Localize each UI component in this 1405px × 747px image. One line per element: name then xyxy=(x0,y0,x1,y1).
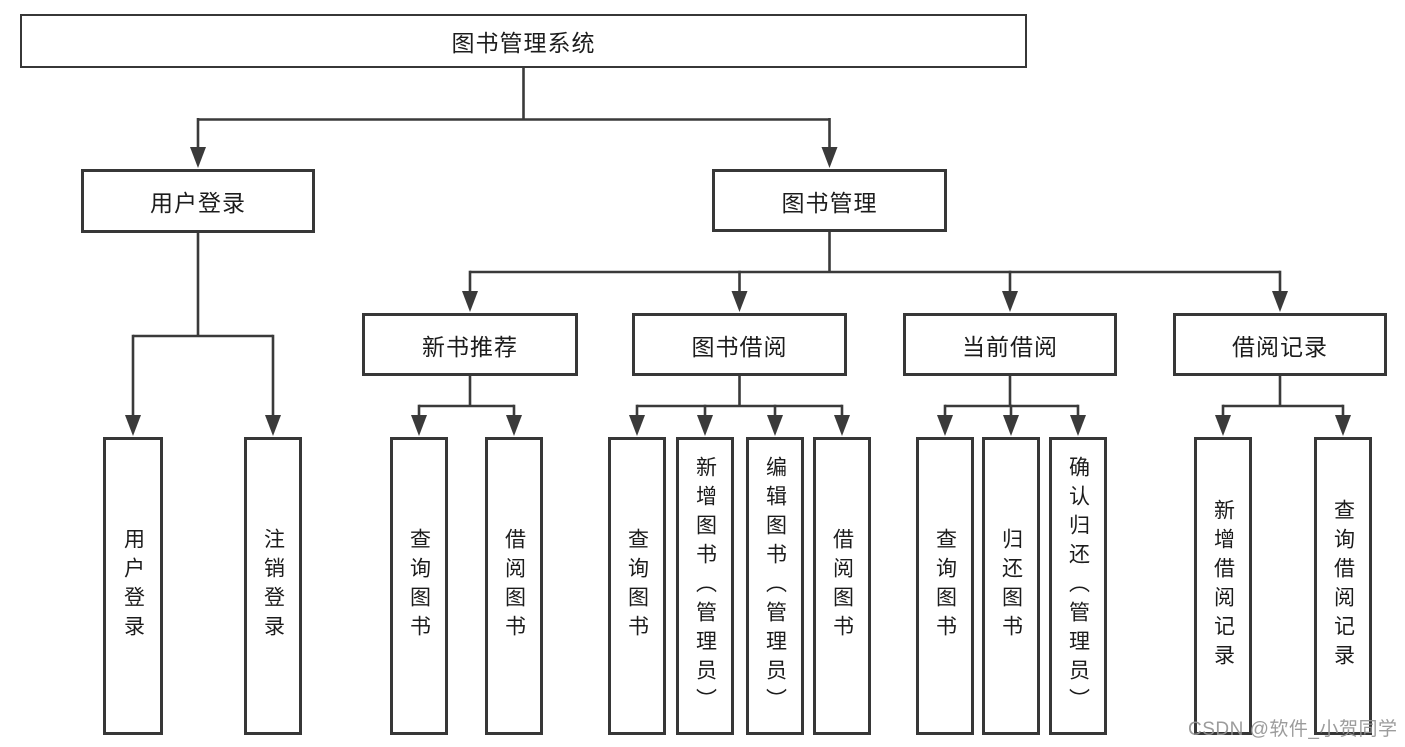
arrowhead-icons xyxy=(125,147,1351,436)
watermark: CSDN @软件_小贺同学 xyxy=(1188,719,1398,740)
leaf-confirm-return-admin: 确认归还（管理员） xyxy=(1049,437,1107,735)
leaf-query-books-borrow: 查询图书 xyxy=(608,437,666,735)
node-book-borrow: 图书借阅 xyxy=(632,313,847,376)
leaf-user-login: 用户登录 xyxy=(103,437,163,735)
leaf-query-books-current: 查询图书 xyxy=(916,437,974,735)
leaf-add-books-admin: 新增图书（管理员） xyxy=(676,437,734,735)
node-new-book-recommend: 新书推荐 xyxy=(362,313,578,376)
leaf-edit-books-admin: 编辑图书（管理员） xyxy=(746,437,804,735)
node-current-borrow: 当前借阅 xyxy=(903,313,1117,376)
leaf-query-borrow-record: 查询借阅记录 xyxy=(1314,437,1372,735)
node-book-management: 图书管理 xyxy=(712,169,947,232)
leaf-add-borrow-record: 新增借阅记录 xyxy=(1194,437,1252,735)
leaf-logout-login: 注销登录 xyxy=(244,437,302,735)
node-user-login: 用户登录 xyxy=(81,169,315,233)
node-borrow-records: 借阅记录 xyxy=(1173,313,1387,376)
leaf-query-books-recommend: 查询图书 xyxy=(390,437,448,735)
leaf-borrow-books: 借阅图书 xyxy=(813,437,871,735)
node-library-management-system: 图书管理系统 xyxy=(20,14,1027,68)
leaf-borrow-books-recommend: 借阅图书 xyxy=(485,437,543,735)
leaf-return-books: 归还图书 xyxy=(982,437,1040,735)
